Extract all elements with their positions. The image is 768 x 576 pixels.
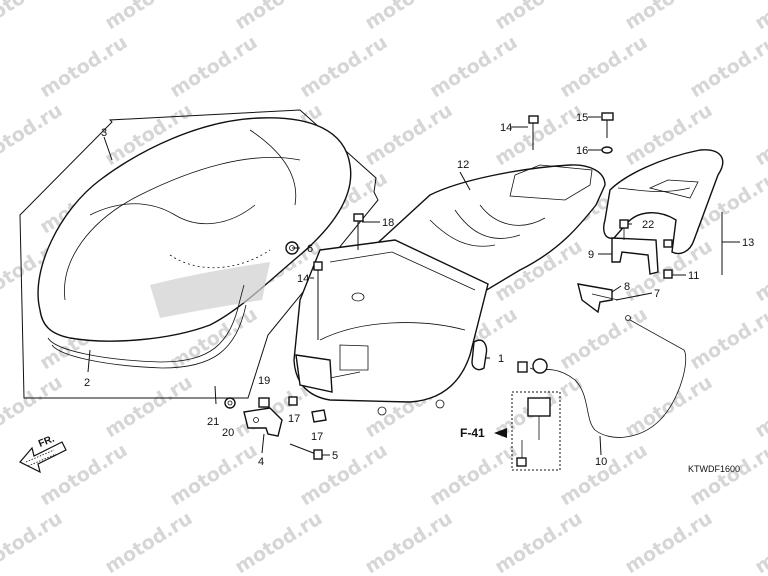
watermark-text: motod.ru bbox=[0, 303, 1, 374]
hook-part-1[interactable] bbox=[471, 339, 488, 371]
bolt-part-5[interactable] bbox=[289, 443, 323, 460]
callout-21: 21 bbox=[207, 416, 219, 428]
callout-9: 9 bbox=[588, 249, 594, 261]
bracket-part-9[interactable] bbox=[611, 237, 659, 275]
callout-8: 8 bbox=[624, 281, 630, 293]
watermark-text: motod.ru bbox=[231, 507, 326, 576]
watermark-text: motod.ru bbox=[751, 99, 768, 170]
watermark-text: motod.ru bbox=[621, 0, 716, 34]
watermark-text: motod.ru bbox=[0, 371, 66, 442]
callout-19: 19 bbox=[258, 375, 270, 387]
watermark-text: motod.ru bbox=[491, 507, 586, 576]
watermark-text: motod.ru bbox=[0, 167, 1, 238]
callout-7: 7 bbox=[654, 288, 660, 300]
watermark-text: motod.ru bbox=[296, 439, 391, 510]
watermark-text: motod.ru bbox=[0, 31, 1, 102]
seat-assembly-outline bbox=[19, 109, 379, 399]
watermark-text: motod.ru bbox=[166, 31, 261, 102]
clip-part-17a[interactable] bbox=[288, 396, 298, 406]
watermark-text: motod.ru bbox=[101, 0, 196, 34]
watermark-text: motod.ru bbox=[166, 439, 261, 510]
seat-seal-part[interactable] bbox=[47, 284, 247, 369]
leader-lines bbox=[87, 116, 740, 456]
watermark-text: motod.ru bbox=[361, 0, 456, 34]
callout-18: 18 bbox=[382, 217, 394, 229]
watermark-text: motod.ru bbox=[296, 31, 391, 102]
reference-label: F-41 bbox=[460, 426, 485, 440]
callout-17-upper: 17 bbox=[288, 413, 300, 425]
watermark-text: motod.ru bbox=[361, 507, 456, 576]
callout-12: 12 bbox=[457, 159, 469, 171]
watermark-text: motod.ru bbox=[686, 303, 768, 374]
callout-1: 1 bbox=[498, 353, 504, 365]
hinge-part-4[interactable] bbox=[243, 407, 283, 437]
callout-6: 6 bbox=[307, 243, 313, 255]
watermark-text: motod.ru bbox=[0, 0, 66, 34]
watermark-text: motod.ru bbox=[686, 31, 768, 102]
callout-5: 5 bbox=[332, 450, 338, 462]
watermark-text: motod.ru bbox=[491, 0, 586, 34]
watermark-text: motod.ru bbox=[621, 507, 716, 576]
callout-14-left: 14 bbox=[297, 273, 309, 285]
collar-part-11[interactable] bbox=[663, 239, 673, 279]
watermark-text: motod.ru bbox=[0, 99, 66, 170]
watermark-text: motod.ru bbox=[361, 99, 456, 170]
bolt-part-14-top[interactable] bbox=[528, 115, 539, 150]
callout-16: 16 bbox=[576, 145, 588, 157]
watermark-text: motod.ru bbox=[751, 507, 768, 576]
watermark-text: motod.ru bbox=[491, 99, 586, 170]
watermark-text: motod.ru bbox=[556, 439, 651, 510]
nut-part-19[interactable] bbox=[258, 397, 270, 408]
watermark-text: motod.ru bbox=[426, 31, 521, 102]
watermark-text: motod.ru bbox=[751, 0, 768, 34]
callout-13: 13 bbox=[742, 237, 754, 249]
latch-part-7[interactable] bbox=[577, 283, 619, 314]
watermark-text: motod.ru bbox=[101, 507, 196, 576]
reference-arrow bbox=[494, 428, 507, 438]
seat-shading bbox=[150, 262, 270, 318]
callout-20: 20 bbox=[222, 427, 234, 439]
watermark-text: motod.ru bbox=[0, 439, 1, 510]
callout-4: 4 bbox=[258, 456, 264, 468]
bolt-part-18[interactable] bbox=[353, 213, 364, 250]
front-direction-arrow bbox=[19, 441, 67, 474]
callout-17-lower: 17 bbox=[311, 431, 323, 443]
lock-reference-box bbox=[511, 358, 561, 471]
diagram-code: KTWDF1600 bbox=[688, 464, 740, 474]
luggage-box[interactable] bbox=[293, 239, 489, 416]
watermark-text: motod.ru bbox=[36, 31, 131, 102]
callout-14-top: 14 bbox=[500, 122, 512, 134]
callout-15: 15 bbox=[576, 112, 588, 124]
clip-part-17b[interactable] bbox=[311, 409, 327, 423]
watermark-text: motod.ru bbox=[751, 371, 768, 442]
watermark-text: motod.ru bbox=[556, 31, 651, 102]
watermark-text: motod.ru bbox=[101, 371, 196, 442]
callout-11: 11 bbox=[688, 270, 699, 282]
callout-22: 22 bbox=[642, 219, 654, 231]
callout-10: 10 bbox=[595, 456, 607, 468]
clip-part-20[interactable] bbox=[224, 397, 236, 409]
watermark-text: motod.ru bbox=[0, 507, 66, 576]
seat-part[interactable] bbox=[37, 117, 352, 342]
watermark-text: motod.ru bbox=[231, 0, 326, 34]
watermark-text: motod.ru bbox=[686, 439, 768, 510]
watermark-text: motod.ru bbox=[556, 303, 651, 374]
callout-2: 2 bbox=[84, 377, 90, 389]
bolt-part-15[interactable] bbox=[601, 112, 614, 138]
watermark-text: motod.ru bbox=[426, 439, 521, 510]
callout-3: 3 bbox=[101, 127, 107, 139]
bolt-part-14-left[interactable] bbox=[313, 261, 323, 340]
washer-part-16[interactable] bbox=[601, 146, 613, 154]
pin-part-21[interactable] bbox=[214, 385, 217, 405]
callout-labels: 3 2 6 18 14 15 16 12 14 1 5 4 21 20 19 1… bbox=[37, 112, 754, 474]
watermark-text: motod.ru bbox=[621, 371, 716, 442]
